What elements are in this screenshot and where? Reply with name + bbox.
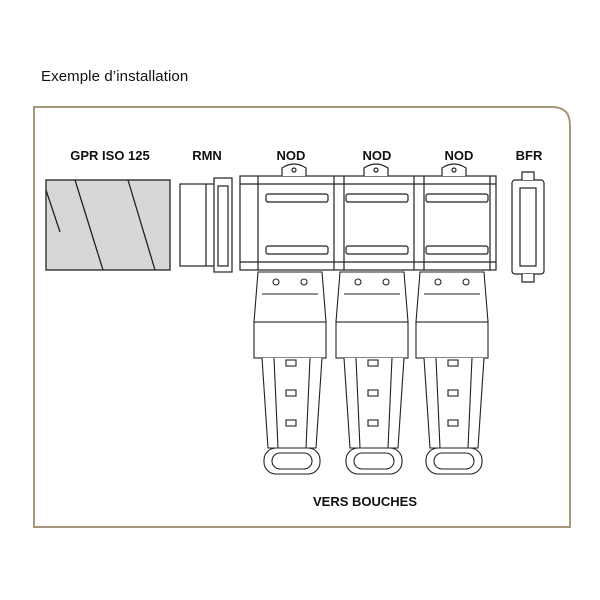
outlet-2: [335, 271, 409, 475]
bfr-end-cap: [511, 171, 545, 283]
outlet-1: [253, 271, 327, 475]
outlet-3: [415, 271, 489, 475]
label-vers-bouches: VERS BOUCHES: [312, 494, 418, 509]
label-bfr: BFR: [515, 148, 543, 163]
label-rmn: RMN: [192, 148, 222, 163]
label-nod-1: NOD: [276, 148, 306, 163]
frame-border: [33, 106, 571, 528]
gpr-insulated-duct: [45, 179, 171, 271]
label-gpr: GPR ISO 125: [70, 148, 150, 163]
nod-manifold: [239, 163, 497, 271]
diagram-title: Exemple d’installation: [41, 68, 189, 85]
rmn-connector: [179, 177, 233, 273]
label-nod-3: NOD: [444, 148, 474, 163]
label-nod-2: NOD: [362, 148, 392, 163]
